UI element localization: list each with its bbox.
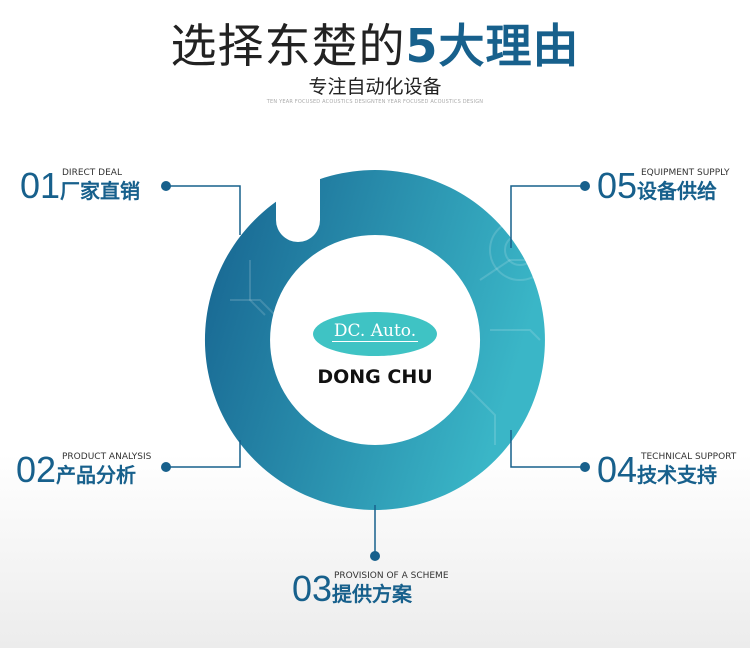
logo: DC. Auto. <box>313 312 437 356</box>
reason-num: 01 <box>20 165 61 206</box>
reason-num: 04 <box>597 449 638 490</box>
title-plain: 选择东楚的 <box>170 19 406 73</box>
dot-05 <box>580 181 590 191</box>
ring <box>204 170 545 510</box>
connector-lines <box>166 185 585 556</box>
dot-02 <box>161 462 171 472</box>
reason-num: 03 <box>292 568 333 609</box>
reason-cn: 厂家直销 <box>60 179 141 203</box>
logo-text: DC. Auto. <box>331 321 419 342</box>
reason-cn: 提供方案 <box>332 582 413 606</box>
reason-en: DIRECT DEAL <box>62 168 122 178</box>
dot-01 <box>161 181 171 191</box>
page-title: 选择东楚的5大理由 <box>0 10 750 76</box>
reason-num: 05 <box>597 165 638 206</box>
circuit-pattern <box>230 219 551 445</box>
reason-en: TECHNICAL SUPPORT <box>641 452 737 462</box>
reason-cn: 产品分析 <box>56 463 137 487</box>
dot-04 <box>580 462 590 472</box>
reason-cn: 技术支持 <box>637 463 718 487</box>
reason-cn: 设备供给 <box>637 179 718 203</box>
brand-name: DONG CHU <box>317 366 433 388</box>
reason-num: 02 <box>16 449 57 490</box>
reason-en: PROVISION OF A SCHEME <box>334 571 449 581</box>
dot-03 <box>370 551 380 561</box>
subtitle: 专注自动化设备 <box>308 76 442 98</box>
reason-en: EQUIPMENT SUPPLY <box>641 168 730 178</box>
tagline: TEN YEAR FOCUSED ACOUSTICS DESIGNTEN YEA… <box>266 99 484 105</box>
reason-en: PRODUCT ANALYSIS <box>62 452 152 462</box>
title-highlight: 5大理由 <box>405 19 580 73</box>
